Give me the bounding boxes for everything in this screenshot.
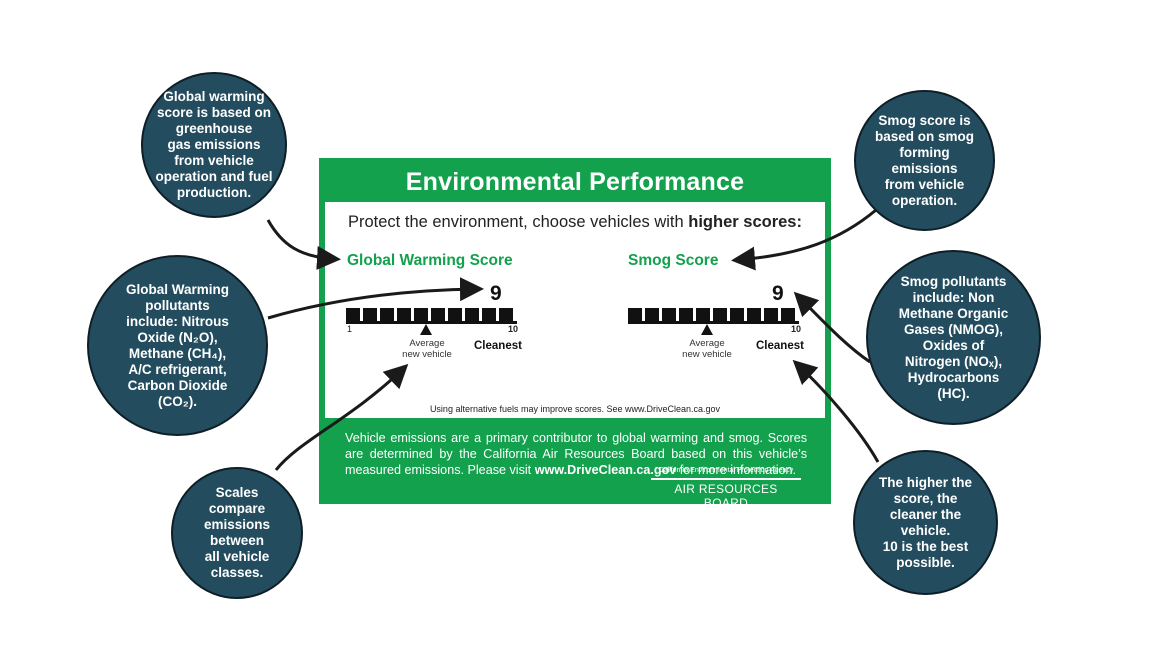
global-warming-scale-segment (482, 308, 496, 321)
gw-pollutants-ch4: Methane (CH₄), (128, 345, 227, 361)
callout-global-warming-pollutants: Global Warming pollutants include: Nitro… (87, 255, 268, 436)
agency-name: California Environmental Protection Agen… (658, 467, 794, 474)
protect-tagline-text: Protect the environment, choose vehicles… (348, 213, 689, 231)
global-warming-scale-base (346, 321, 517, 324)
arrow-gw-pollutants (267, 277, 484, 320)
smog-cleanest-label: Cleanest (756, 340, 804, 352)
smog-scale-segment (679, 308, 693, 321)
global-warming-cleanest-label: Cleanest (474, 340, 522, 352)
arrow-scales (274, 363, 409, 471)
global-warming-scale-segment (397, 308, 411, 321)
global-warming-scale-segment (431, 308, 445, 321)
global-warming-scale-segment (499, 308, 513, 321)
arrow-smog-basis (731, 208, 877, 271)
smog-pollutants-b: Hydrocarbons (HC). (907, 369, 1000, 401)
gw-pollutants-co2: (CO₂). (157, 393, 197, 409)
callout-scales: Scales compare emissions between all veh… (171, 467, 303, 599)
callout-global-warming-basis: Global warming score is based on greenho… (141, 72, 287, 218)
smog-pollutants-a: Smog pollutants include: Non Methane Org… (898, 273, 1009, 353)
smog-average-marker (701, 324, 713, 335)
global-warming-scale (346, 308, 517, 328)
arrow-smog-pollutants (793, 291, 871, 364)
label-title: Environmental Performance (405, 168, 745, 196)
gw-pollutants-n2o: Oxide (N₂O), (137, 329, 218, 345)
emissions-info-text: Vehicle emissions are a primary contribu… (345, 430, 807, 478)
smog-scale-segment (645, 308, 659, 321)
global-warming-scale-segment (448, 308, 462, 321)
global-warming-scale-segment (363, 308, 377, 321)
info-url-link[interactable]: www.DriveClean.ca.gov (534, 463, 677, 477)
alternative-fuels-note: Using alternative fuels may improve scor… (429, 404, 721, 414)
callout-global-warming-pollutants-text: Global Warming pollutants include: Nitro… (126, 282, 229, 410)
global-warming-score-title: Global Warming Score (347, 252, 513, 269)
callout-higher-score-text: The higher the score, the cleaner the ve… (878, 474, 972, 570)
arrow-gw-basis (266, 219, 341, 270)
smog-scale-segment (696, 308, 710, 321)
smog-score-title: Smog Score (628, 252, 719, 269)
callout-smog-basis: Smog score is based on smog forming emis… (854, 90, 995, 231)
global-warming-average-label: Average new vehicle (402, 338, 452, 360)
callout-scales-text: Scales compare emissions between all veh… (203, 485, 271, 580)
smog-scale-segment (713, 308, 727, 321)
air-resources-board-name: AIR RESOURCES BOARD (674, 482, 778, 510)
global-warming-average-marker (420, 324, 432, 335)
protect-tagline: Protect the environment, choose vehicles… (319, 213, 831, 232)
global-warming-score-value: 9 (490, 282, 502, 305)
callout-higher-score: The higher the score, the cleaner the ve… (853, 450, 998, 595)
arrow-higher-score (792, 359, 880, 463)
smog-scale-segment (730, 308, 744, 321)
callout-smog-pollutants-text: Smog pollutants include: Non Methane Org… (899, 274, 1009, 402)
smog-scale-max: 10 (791, 324, 802, 334)
info-suffix: for more information. (676, 463, 796, 477)
global-warming-scale-max: 10 (508, 324, 519, 334)
global-warming-scale-segment (380, 308, 394, 321)
callout-smog-pollutants: Smog pollutants include: Non Methane Org… (866, 250, 1041, 425)
smog-scale-base (628, 321, 799, 324)
smog-scale-segment (747, 308, 761, 321)
global-warming-scale-min: 1 (347, 324, 353, 334)
smog-scale-segment (662, 308, 676, 321)
smog-scale-segment (764, 308, 778, 321)
global-warming-scale-segment (346, 308, 360, 321)
smog-scale-segment (781, 308, 795, 321)
callout-global-warming-basis-text: Global warming score is based on greenho… (155, 89, 273, 200)
gw-pollutants-intro: Global Warming pollutants include: Nitro… (125, 281, 229, 329)
smog-score-value: 9 (772, 282, 784, 305)
callout-smog-basis-text: Smog score is based on smog forming emis… (874, 112, 974, 208)
protect-tagline-bold: higher scores: (688, 213, 802, 231)
gw-pollutants-rest: A/C refrigerant, Carbon Dioxide (127, 361, 228, 393)
smog-scale-segment (628, 308, 642, 321)
smog-scale (628, 308, 799, 328)
smog-pollutants-nox: Nitrogen (NOₓ), (904, 353, 1003, 369)
environmental-performance-label: Environmental Performance Protect the en… (319, 158, 831, 510)
smog-average-label: Average new vehicle (682, 338, 732, 360)
agency-divider (651, 478, 801, 480)
global-warming-scale-segment (465, 308, 479, 321)
global-warming-scale-segment (414, 308, 428, 321)
info-body: Vehicle emissions are a primary contribu… (345, 431, 807, 477)
